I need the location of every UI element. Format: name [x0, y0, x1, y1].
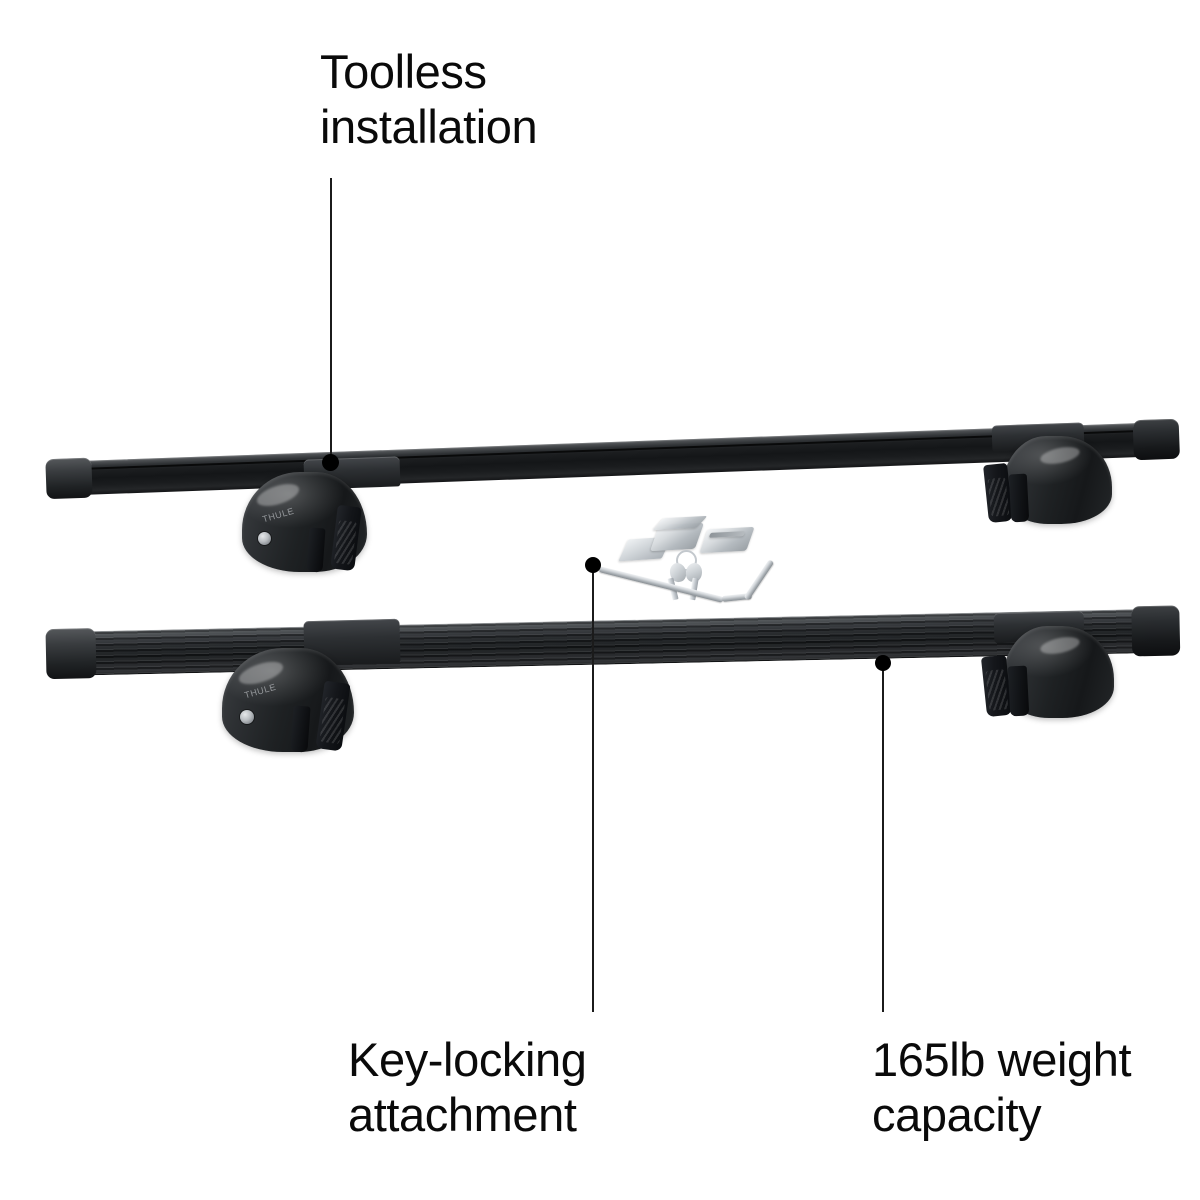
- leader-dot: [585, 557, 601, 573]
- leader-line: [330, 178, 332, 464]
- leader-line: [592, 566, 594, 1012]
- hex-wrench-short-arm: [743, 559, 775, 601]
- tower-lock-core: [258, 532, 271, 545]
- lock-core: [699, 526, 755, 554]
- lower-left-tower: THULE: [222, 618, 401, 760]
- leader-dot: [322, 454, 339, 471]
- upper-right-tower: [980, 422, 1130, 532]
- lower-right-tower: [978, 610, 1134, 726]
- callout-toolless-installation: Toolless installation: [320, 45, 538, 153]
- upper-left-tower: THULE: [242, 456, 402, 578]
- leader-dot: [875, 655, 891, 671]
- callout-weight-capacity: 165lb weight capacity: [872, 1033, 1132, 1141]
- tower-lock-core: [240, 710, 254, 724]
- callout-key-locking-attachment: Key-locking attachment: [348, 1033, 587, 1141]
- leader-line: [882, 664, 884, 1012]
- hex-wrench-long-arm: [598, 566, 724, 603]
